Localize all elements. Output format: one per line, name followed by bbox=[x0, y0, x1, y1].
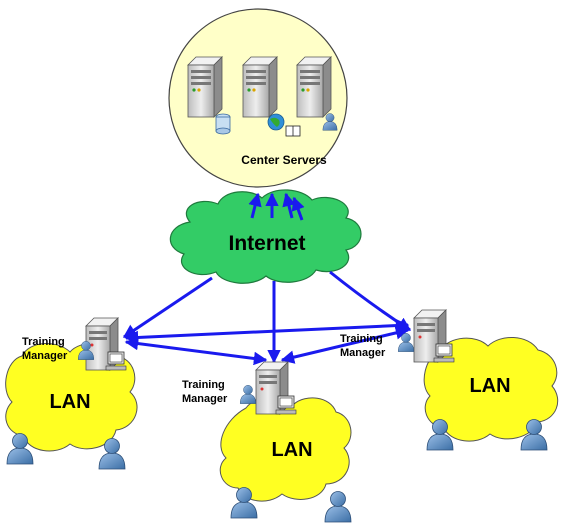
training-manager-middle-user-icon bbox=[239, 385, 257, 404]
internet-label: Internet bbox=[228, 232, 305, 255]
lan-middle: LAN Training Manager bbox=[182, 361, 352, 523]
arrow-internet-to-center-1 bbox=[248, 192, 262, 219]
database-server-icon bbox=[187, 56, 231, 135]
arrow-internet-to-center-4 bbox=[291, 196, 305, 221]
internet-cloud: Internet bbox=[169, 189, 362, 284]
arrow-left-to-middle-lan bbox=[124, 336, 268, 366]
training-manager-right-workstation bbox=[413, 309, 455, 363]
connection-arrows bbox=[122, 192, 412, 366]
lan-right-label: LAN bbox=[469, 375, 510, 397]
training-manager-left-workstation bbox=[85, 317, 127, 371]
arrow-middle-to-right-lan bbox=[280, 326, 410, 364]
arrow-internet-to-left-lan bbox=[122, 276, 213, 339]
lan-left: LAN Training Manager bbox=[5, 317, 138, 470]
arrow-internet-to-right-lan bbox=[329, 270, 412, 332]
training-manager-left-label-line1: Training bbox=[22, 336, 65, 348]
training-manager-left-label-line2: Manager bbox=[22, 350, 68, 362]
web-server-icon bbox=[242, 56, 301, 137]
center-servers-label: Center Servers bbox=[241, 153, 327, 167]
lan-middle-user-icon-2 bbox=[324, 491, 352, 523]
arrow-internet-to-center-3 bbox=[282, 192, 296, 219]
training-manager-right-user-icon bbox=[397, 333, 415, 352]
training-manager-right-label-line2: Manager bbox=[340, 347, 386, 359]
lan-middle-label: LAN bbox=[271, 439, 312, 461]
training-manager-middle-workstation bbox=[255, 361, 297, 415]
center-servers-group: Center Servers bbox=[168, 8, 348, 188]
training-manager-right-label-line1: Training bbox=[340, 333, 383, 345]
training-manager-middle-label-line2: Manager bbox=[182, 393, 228, 405]
lan-left-label: LAN bbox=[49, 391, 90, 413]
lan-middle-cloud bbox=[219, 396, 352, 502]
training-manager-middle-label-line1: Training bbox=[182, 379, 225, 391]
lan-right: LAN Training Manager bbox=[340, 309, 559, 451]
